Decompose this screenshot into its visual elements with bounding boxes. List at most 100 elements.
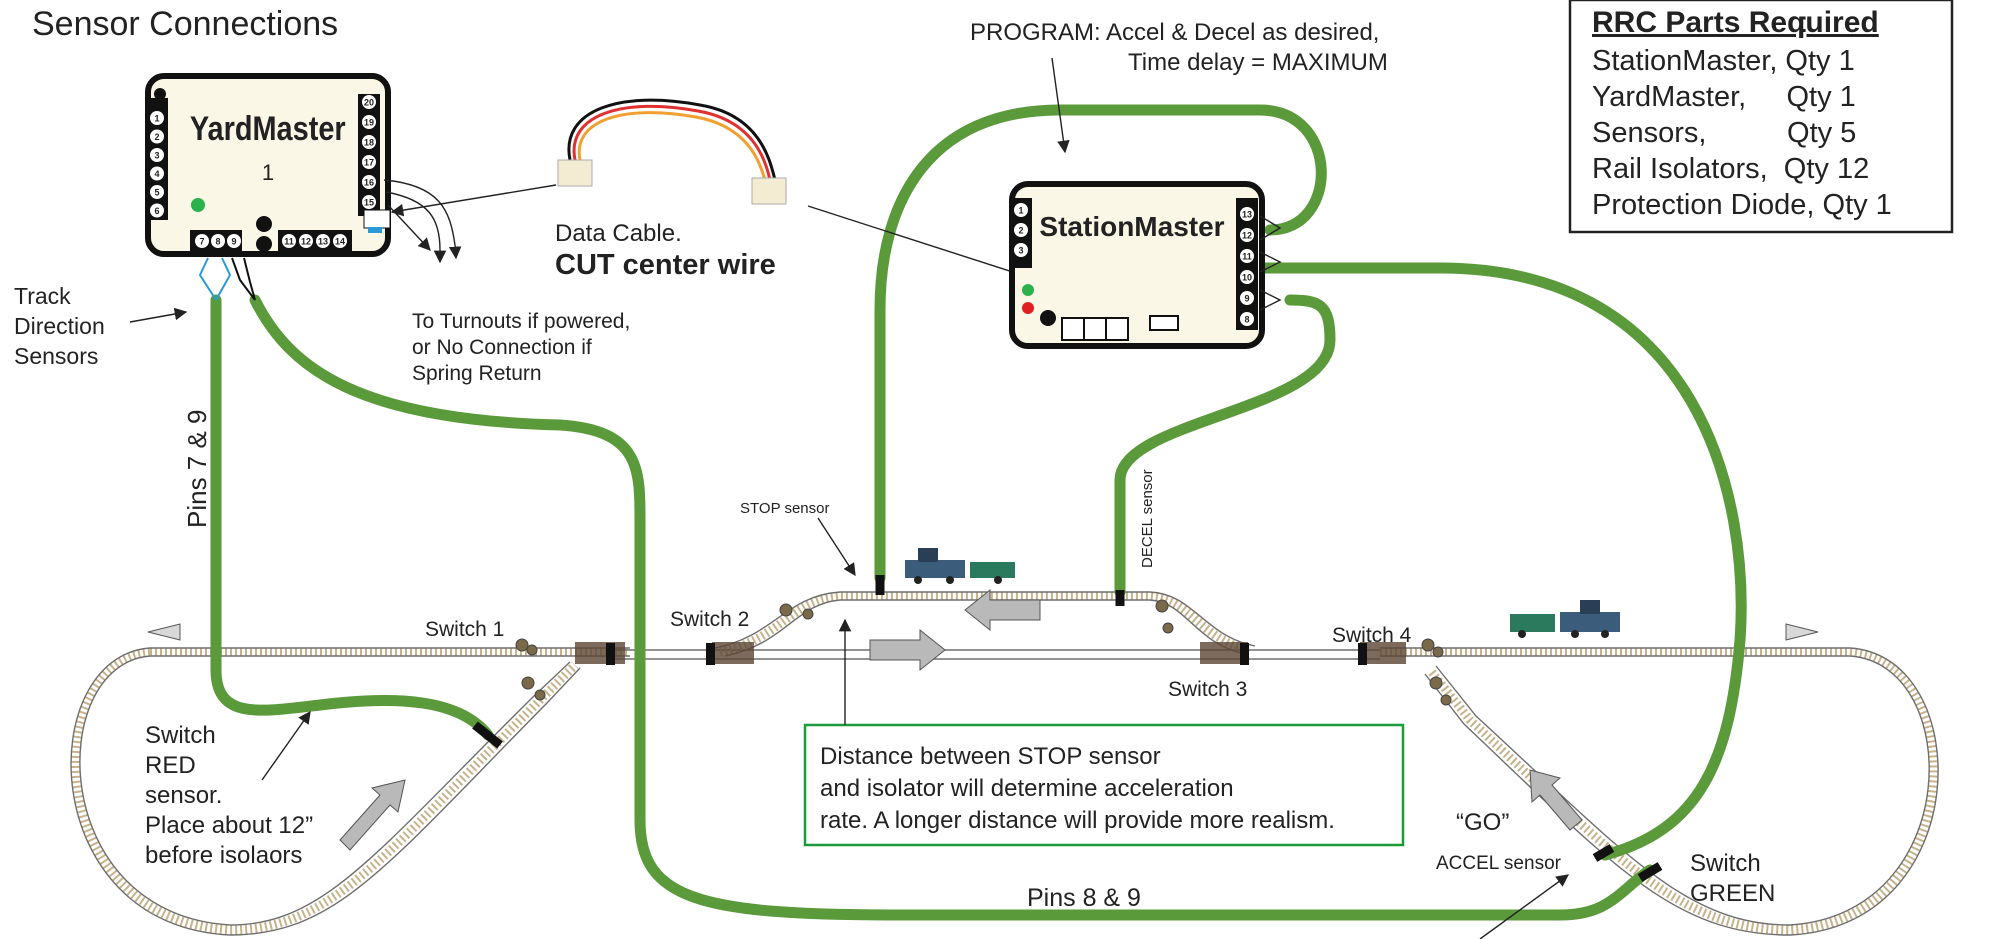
pin-marker (316, 234, 330, 248)
red-sensor-line-3: sensor. (145, 782, 222, 809)
red-sensor-line-5: before isolaors (145, 842, 302, 869)
turnouts-line-2: or No Connection if (412, 336, 592, 359)
pin-marker (1014, 243, 1028, 257)
pin-label: 16 (364, 178, 374, 188)
yardmaster-left-pins: 1 2 3 4 5 6 (150, 111, 164, 218)
accel-sensor-label: ACCEL sensor (1436, 853, 1562, 874)
pin-marker (299, 234, 313, 248)
pin-marker (150, 166, 164, 181)
yardmaster-number: 1 (262, 160, 274, 185)
pin-marker (150, 185, 164, 199)
pin-label: 8 (215, 237, 220, 247)
pin-marker (150, 111, 164, 125)
pin-marker (1240, 207, 1254, 221)
stop-sensor-label: STOP sensor (740, 500, 830, 517)
pin-marker (150, 148, 164, 162)
note-line-1: Distance between STOP sensor (820, 743, 1161, 770)
status-led-red-icon (1022, 302, 1034, 314)
pin-label: 1 (1018, 206, 1023, 216)
pin-label: 11 (284, 237, 294, 247)
pin-marker (150, 129, 164, 144)
pin-label: 3 (154, 151, 159, 161)
program-line-1: PROGRAM: Accel & Decel as desired, (970, 19, 1379, 46)
cable-line-1: Data Cable. (555, 220, 682, 247)
red-sensor-line-1: Switch (145, 722, 216, 749)
pin-marker (333, 234, 347, 248)
note-line-3: rate. A longer distance will provide mor… (820, 807, 1335, 834)
switch-2-label: Switch 2 (670, 608, 749, 631)
note-box (803, 723, 1405, 847)
yardmaster-title: YardMaster (190, 109, 346, 148)
red-sensor-line-2: RED (145, 752, 196, 779)
parts-heading: RRC Parts Required (1592, 6, 1879, 39)
track-dir-line-3: Sensors (14, 343, 98, 369)
svg-text::: : (1800, 6, 1808, 39)
pin-marker (362, 155, 376, 169)
parts-item: Sensors, Qty 5 (1592, 117, 1856, 149)
switch-1-label: Switch 1 (425, 618, 504, 641)
train-siding-icon (905, 548, 1015, 584)
pin-marker (1014, 203, 1028, 217)
parts-item: Protection Diode, Qty 1 (1592, 189, 1892, 221)
parts-item: YardMaster, Qty 1 (1592, 81, 1856, 113)
red-sensor-line-4: Place about 12” (145, 812, 313, 839)
switch-4-label: Switch 4 (1332, 624, 1412, 647)
pin-label: 7 (199, 237, 204, 247)
pin-label: 6 (154, 206, 159, 216)
program-line-2: Time delay = MAXIMUM (1128, 49, 1388, 76)
train-main-icon (1510, 600, 1620, 638)
track-dir-line-1: Track (14, 283, 71, 309)
pin-label: 14 (335, 237, 345, 247)
pin-label: 15 (364, 198, 374, 208)
pin-marker (1240, 312, 1254, 326)
pin-label: 10 (1242, 273, 1252, 283)
pin-label: 12 (1242, 231, 1252, 241)
stationmaster-left-pins: 1 2 3 (1014, 203, 1028, 257)
data-cable-image (557, 98, 787, 205)
pin-marker (1240, 270, 1254, 284)
pin-marker (1240, 291, 1254, 305)
pin-label: 2 (1018, 226, 1023, 236)
decel-sensor-label: DECEL sensor (1139, 469, 1156, 568)
pin-label: 1 (154, 114, 159, 124)
pin-marker (195, 234, 209, 248)
cable-line-2: CUT center wire (555, 249, 776, 281)
page-title: Sensor Connections (32, 5, 338, 43)
pin-label: 20 (364, 98, 374, 108)
pin-marker (362, 135, 376, 149)
pin-label: 18 (364, 138, 374, 148)
pin-marker (211, 234, 225, 248)
pin-label: 5 (154, 188, 159, 198)
green-sensor-line-1: Switch (1690, 850, 1761, 877)
pin-label: 3 (1018, 246, 1023, 256)
pin-marker (362, 95, 376, 109)
track-dir-line-2: Direction (14, 313, 105, 339)
pin-marker (362, 175, 376, 189)
green-sensor-line-2: GREEN (1690, 880, 1775, 907)
pins-8-9-label: Pins 8 & 9 (1027, 884, 1141, 912)
pin-marker (1014, 223, 1028, 237)
pin-label: 13 (318, 237, 328, 247)
pin-label: 4 (154, 169, 159, 179)
pin-marker (362, 195, 376, 209)
pin-marker (227, 234, 241, 248)
pin-marker (1240, 228, 1254, 242)
switch-3-label: Switch 3 (1168, 678, 1247, 701)
pin-marker (150, 203, 164, 218)
yardmaster-bottom-pins-b: 11 12 13 14 (282, 234, 347, 248)
parts-item: StationMaster, Qty 1 (1592, 45, 1855, 77)
pin-marker (362, 115, 376, 129)
track-layout (70, 548, 1939, 936)
status-led-icon (191, 198, 205, 212)
pin-label: 11 (1242, 252, 1252, 262)
pin-marker (1240, 249, 1254, 263)
pin-label: 12 (301, 237, 311, 247)
pin-label: 17 (364, 158, 374, 168)
pin-label: 2 (154, 132, 159, 142)
pin-label: 9 (231, 237, 236, 247)
